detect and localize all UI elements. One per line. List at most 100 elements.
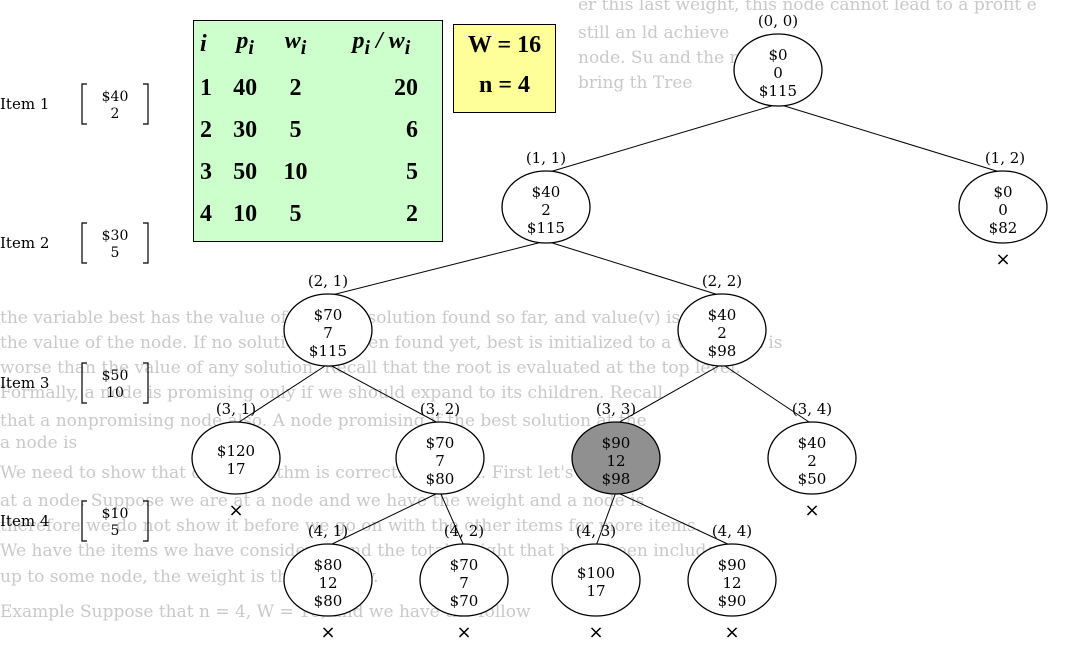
tree-node: (1, 1)$402$115 (501, 149, 591, 244)
node-ellipse (419, 543, 509, 617)
node-label: (1, 2) (985, 149, 1025, 167)
pruned-cross-icon: × (995, 249, 1010, 270)
table-cell: 2 (200, 116, 212, 143)
header-p: pi (236, 28, 254, 59)
bracket-right (143, 362, 149, 404)
item-label: Item 3 (0, 374, 49, 392)
node-ellipse (283, 543, 373, 617)
table-header-row: i pi wi pi / wi (194, 21, 442, 67)
node-profit: $0 (993, 183, 1012, 201)
node-label: (2, 1) (308, 272, 348, 290)
tree-edge (327, 240, 547, 297)
node-bound: $98 (602, 470, 631, 488)
item-count-value: n = 4 (478, 72, 531, 98)
item-profit: $40 (102, 89, 129, 105)
capacity-value: W = 16 (467, 32, 542, 58)
node-profit: $40 (708, 306, 737, 324)
bracket-left (81, 500, 87, 542)
node-weight: 12 (606, 452, 625, 470)
node-profit: $0 (768, 46, 787, 64)
node-weight: 12 (722, 574, 741, 592)
node-weight: 7 (323, 324, 333, 342)
background-text-line: the value of the node. If no solution ha… (0, 333, 783, 353)
node-weight: 0 (998, 201, 1008, 219)
node-ellipse (958, 170, 1048, 244)
background-text-line: Example Suppose that n = 4, W = 16, and … (0, 602, 531, 622)
table-cell: 2 (406, 200, 418, 227)
node-bound: $80 (314, 592, 343, 610)
table-cell: 5 (289, 116, 302, 143)
node-bound: $90 (718, 592, 747, 610)
node-bound: $115 (759, 82, 797, 100)
node-bound: $98 (708, 342, 737, 360)
table-cell: 1 (200, 74, 212, 101)
node-label: (1, 1) (526, 149, 566, 167)
header-w: wi (284, 28, 307, 59)
item-vector: Item 4$105 (0, 500, 149, 542)
bracket-right (143, 83, 149, 125)
tree-edge (235, 363, 329, 425)
node-ellipse (551, 543, 641, 617)
background-text-line: We need to show that our algorithm is co… (0, 463, 616, 483)
tree-edge (327, 491, 441, 547)
background-text-line: worse than the value of any solution. Re… (0, 358, 741, 378)
tree-edge (545, 240, 723, 297)
node-profit: $40 (532, 183, 561, 201)
node-bound: $70 (450, 592, 479, 610)
node-profit: $100 (577, 564, 615, 582)
bracket-left (81, 362, 87, 404)
node-ellipse (501, 170, 591, 244)
node-label: (4, 1) (308, 522, 348, 540)
bracket-left (81, 83, 87, 125)
node-weight: 17 (226, 460, 245, 478)
tree-edge (327, 363, 441, 425)
node-label: (3, 3) (596, 400, 636, 418)
node-weight: 2 (541, 201, 551, 219)
tree-node: (0, 0)$00$115 (733, 12, 823, 107)
node-profit: $80 (314, 556, 343, 574)
table-cell: 4 (200, 200, 212, 227)
tree-edge (721, 363, 813, 425)
node-label: (4, 2) (444, 522, 484, 540)
node-profit: $70 (426, 434, 455, 452)
table-cell: 5 (406, 158, 418, 185)
background-text-line: still an ld achieve (578, 23, 729, 43)
pruned-cross-icon: × (456, 622, 471, 643)
pruned-cross-icon: × (588, 622, 603, 643)
tree-node: (2, 2)$402$98 (677, 272, 767, 367)
node-label: (3, 1) (216, 400, 256, 418)
item-profit: $10 (102, 506, 129, 522)
item-weight: 10 (106, 385, 124, 401)
node-weight: 2 (717, 324, 727, 342)
tree-edge (439, 491, 465, 547)
edge-layer (235, 103, 1004, 547)
table-cell: 50 (233, 158, 258, 185)
item-weight: 2 (111, 106, 120, 122)
tree-node: (1, 2)$00$82× (958, 149, 1048, 270)
node-profit: $90 (602, 434, 631, 452)
item-profit: $50 (102, 368, 129, 384)
node-ellipse (687, 543, 777, 617)
background-text-line: a node is (0, 433, 77, 453)
node-weight: 2 (807, 452, 817, 470)
table-cell: 5 (289, 200, 302, 227)
node-weight: 7 (435, 452, 445, 470)
background-text-line: bring th Tree (578, 73, 692, 93)
tree-edge (595, 491, 617, 547)
tree-edge (777, 103, 1004, 174)
table-cell: 30 (233, 116, 258, 143)
node-ellipse (571, 421, 661, 495)
node-profit: $70 (450, 556, 479, 574)
background-text-line: Formally, a node is promising only if we… (0, 383, 663, 403)
pruned-cross-icon: × (804, 500, 819, 521)
